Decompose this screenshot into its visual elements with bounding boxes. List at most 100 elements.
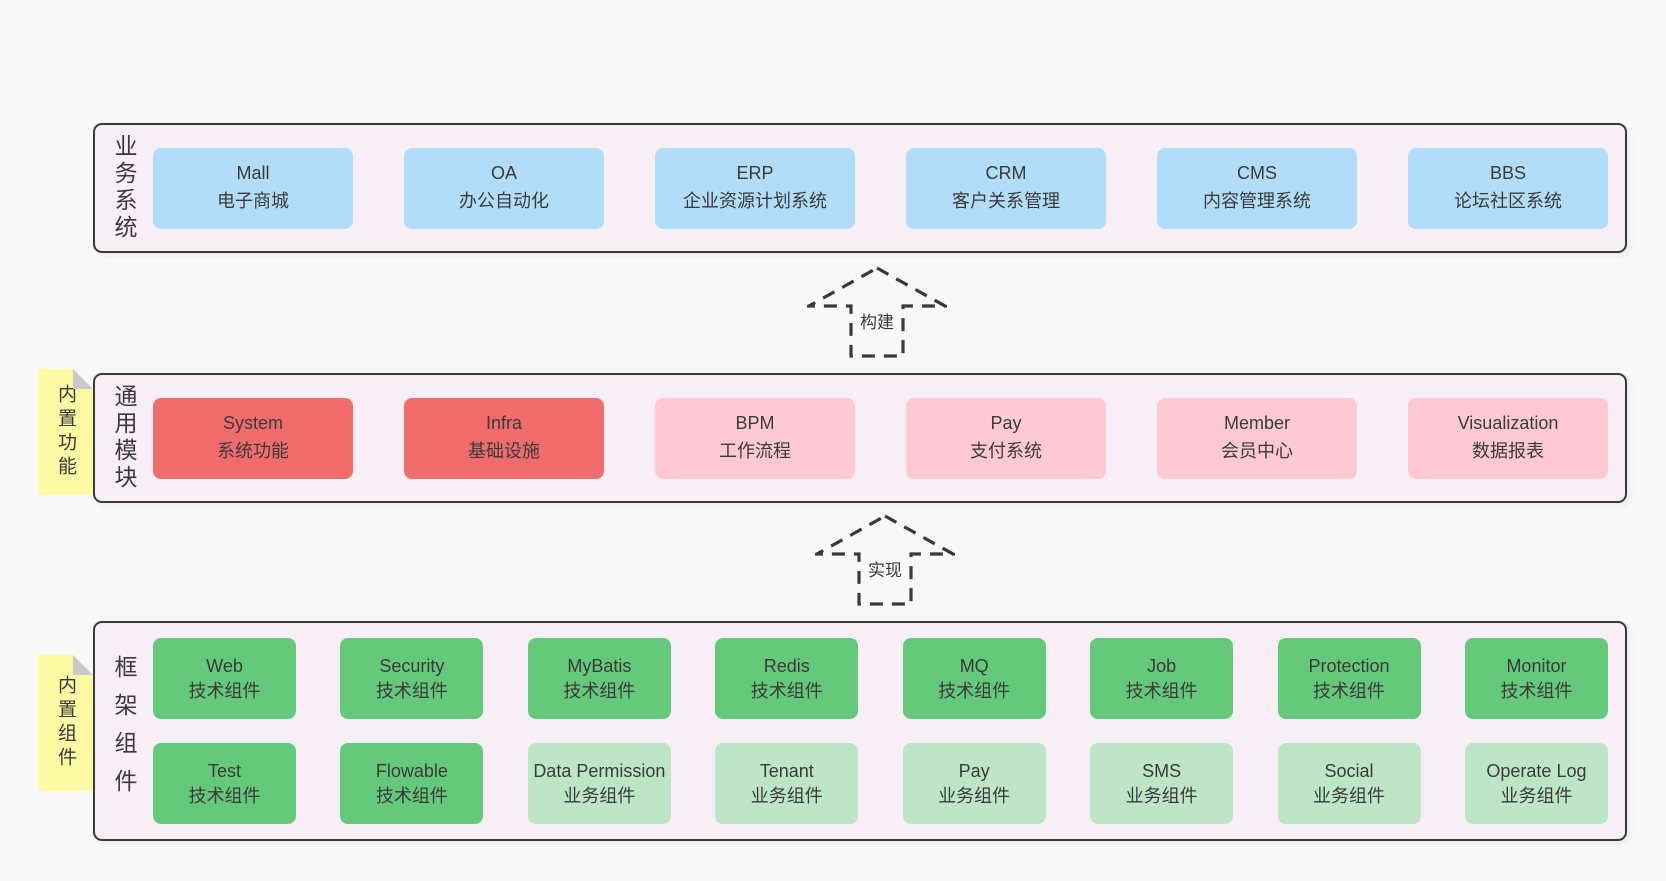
box-subtitle: 系统功能 <box>217 441 289 461</box>
layer-label-modules: 通用模块 <box>95 375 153 501</box>
box-title: OA <box>490 163 517 184</box>
box-subtitle: 论坛社区系统 <box>1454 191 1562 211</box>
box-protection: Protection 技术组件 <box>1277 638 1421 719</box>
box-title: Job <box>1147 656 1177 677</box>
box-title: Pay <box>958 761 990 782</box>
sticky-note-built-in-components: 内置组件 <box>38 655 93 791</box>
box-job: Job 技术组件 <box>1090 638 1234 719</box>
box-subtitle: 技术组件 <box>375 785 448 806</box>
box-subtitle: 技术组件 <box>563 680 636 701</box>
box-subtitle: 企业资源计划系统 <box>683 191 827 211</box>
box-subtitle: 业务组件 <box>1500 785 1573 806</box>
box-test: Test 技术组件 <box>153 743 296 824</box>
band-common-modules: 通用模块 System 系统功能 Infra 基础设施 BPM 工作流程 Pay… <box>93 373 1627 503</box>
box-title: Pay <box>990 413 1022 434</box>
sticky-note-text: 内置功能 <box>55 384 76 480</box>
box-mq: MQ 技术组件 <box>902 638 1046 719</box>
box-cms: CMS 内容管理系统 <box>1157 147 1357 229</box>
band-framework-components: 框架组件 Web 技术组件 Security 技术组件 MyBatis 技术组件… <box>93 621 1627 841</box>
box-subtitle: 工作流程 <box>719 441 791 461</box>
box-subtitle: 技术组件 <box>938 680 1011 701</box>
box-mybatis: MyBatis 技术组件 <box>527 638 671 719</box>
box-visualization: Visualization 数据报表 <box>1408 397 1608 479</box>
box-subtitle: 客户关系管理 <box>952 191 1060 211</box>
layer-label-modules-text: 通用模块 <box>111 384 137 492</box>
box-subtitle: 会员中心 <box>1221 441 1293 461</box>
band-business-systems: 业务系统 Mall 电子商城 OA 办公自动化 ERP 企业资源计划系统 CRM… <box>93 123 1627 253</box>
box-subtitle: 技术组件 <box>1500 680 1573 701</box>
box-member: Member 会员中心 <box>1157 397 1357 479</box>
layer-label-components-text: 框架组件 <box>111 655 137 807</box>
box-title: Social <box>1324 761 1374 782</box>
box-title: Mall <box>236 163 270 184</box>
box-title: SMS <box>1142 761 1182 782</box>
box-subtitle: 内容管理系统 <box>1203 191 1311 211</box>
box-tenant: Tenant 业务组件 <box>715 743 859 824</box>
box-monitor: Monitor 技术组件 <box>1464 638 1608 719</box>
box-title: Data Permission <box>533 761 666 782</box>
box-system: System 系统功能 <box>153 397 353 479</box>
box-pay-system: Pay 支付系统 <box>906 397 1106 479</box>
box-subtitle: 基础设施 <box>468 441 540 461</box>
business-boxes-row: Mall 电子商城 OA 办公自动化 ERP 企业资源计划系统 CRM 客户关系… <box>153 125 1625 251</box>
box-sms: SMS 业务组件 <box>1090 743 1234 824</box>
box-subtitle: 技术组件 <box>375 680 448 701</box>
components-row-1: Web 技术组件 Security 技术组件 MyBatis 技术组件 Redi… <box>153 638 1608 719</box>
box-title: BPM <box>735 413 775 434</box>
box-data-permission: Data Permission 业务组件 <box>527 743 671 824</box>
box-title: MQ <box>959 656 989 677</box>
folded-corner-icon <box>73 655 93 675</box>
box-title: Member <box>1223 413 1290 434</box>
box-subtitle: 支付系统 <box>970 441 1042 461</box>
box-subtitle: 业务组件 <box>938 785 1011 806</box>
arrow-build: 构建 <box>807 266 947 358</box>
layer-label-business: 业务系统 <box>95 125 153 251</box>
box-flowable: Flowable 技术组件 <box>340 743 484 824</box>
box-subtitle: 技术组件 <box>750 680 823 701</box>
box-subtitle: 业务组件 <box>750 785 823 806</box>
sticky-note-text: 内置组件 <box>55 675 76 771</box>
box-subtitle: 技术组件 <box>188 680 261 701</box>
folded-corner-icon <box>73 369 93 389</box>
box-subtitle: 业务组件 <box>1313 785 1386 806</box>
box-bbs: BBS 论坛社区系统 <box>1408 147 1608 229</box>
box-title: System <box>222 413 283 434</box>
layer-label-business-text: 业务系统 <box>111 134 137 242</box>
arrow-implement-label: 实现 <box>866 556 904 581</box>
box-erp: ERP 企业资源计划系统 <box>655 147 855 229</box>
box-pay-biz: Pay 业务组件 <box>902 743 1046 824</box>
box-subtitle: 业务组件 <box>1125 785 1198 806</box>
box-title: Infra <box>485 413 523 434</box>
box-title: MyBatis <box>567 656 632 677</box>
box-title: Redis <box>763 656 810 677</box>
box-operate-log: Operate Log 业务组件 <box>1464 743 1608 824</box>
box-mall: Mall 电子商城 <box>153 147 353 229</box>
box-subtitle: 办公自动化 <box>459 191 549 211</box>
sticky-note-built-in-features: 内置功能 <box>38 369 93 495</box>
box-title: Tenant <box>759 761 814 782</box>
box-crm: CRM 客户关系管理 <box>906 147 1106 229</box>
box-web: Web 技术组件 <box>153 638 296 719</box>
box-title: Monitor <box>1506 656 1567 677</box>
box-subtitle: 技术组件 <box>188 785 261 806</box>
box-redis: Redis 技术组件 <box>715 638 859 719</box>
box-title: Web <box>206 656 243 677</box>
components-row-2: Test 技术组件 Flowable 技术组件 Data Permission … <box>153 743 1608 824</box>
box-title: BBS <box>1489 163 1527 184</box>
box-title: CMS <box>1237 163 1277 184</box>
box-title: Operate Log <box>1486 761 1587 782</box>
box-subtitle: 业务组件 <box>563 785 636 806</box>
arrow-implement: 实现 <box>815 514 955 606</box>
box-title: Protection <box>1308 656 1390 677</box>
box-title: Security <box>379 656 445 677</box>
box-title: Test <box>207 761 241 782</box>
box-oa: OA 办公自动化 <box>404 147 604 229</box>
arrow-build-label: 构建 <box>858 308 896 333</box>
modules-boxes-row: System 系统功能 Infra 基础设施 BPM 工作流程 Pay 支付系统… <box>153 375 1625 501</box>
box-subtitle: 技术组件 <box>1125 680 1198 701</box>
box-title: Flowable <box>375 761 448 782</box>
layer-label-components: 框架组件 <box>95 623 153 839</box>
components-grid: Web 技术组件 Security 技术组件 MyBatis 技术组件 Redi… <box>153 623 1625 839</box>
box-title: Visualization <box>1457 413 1559 434</box>
